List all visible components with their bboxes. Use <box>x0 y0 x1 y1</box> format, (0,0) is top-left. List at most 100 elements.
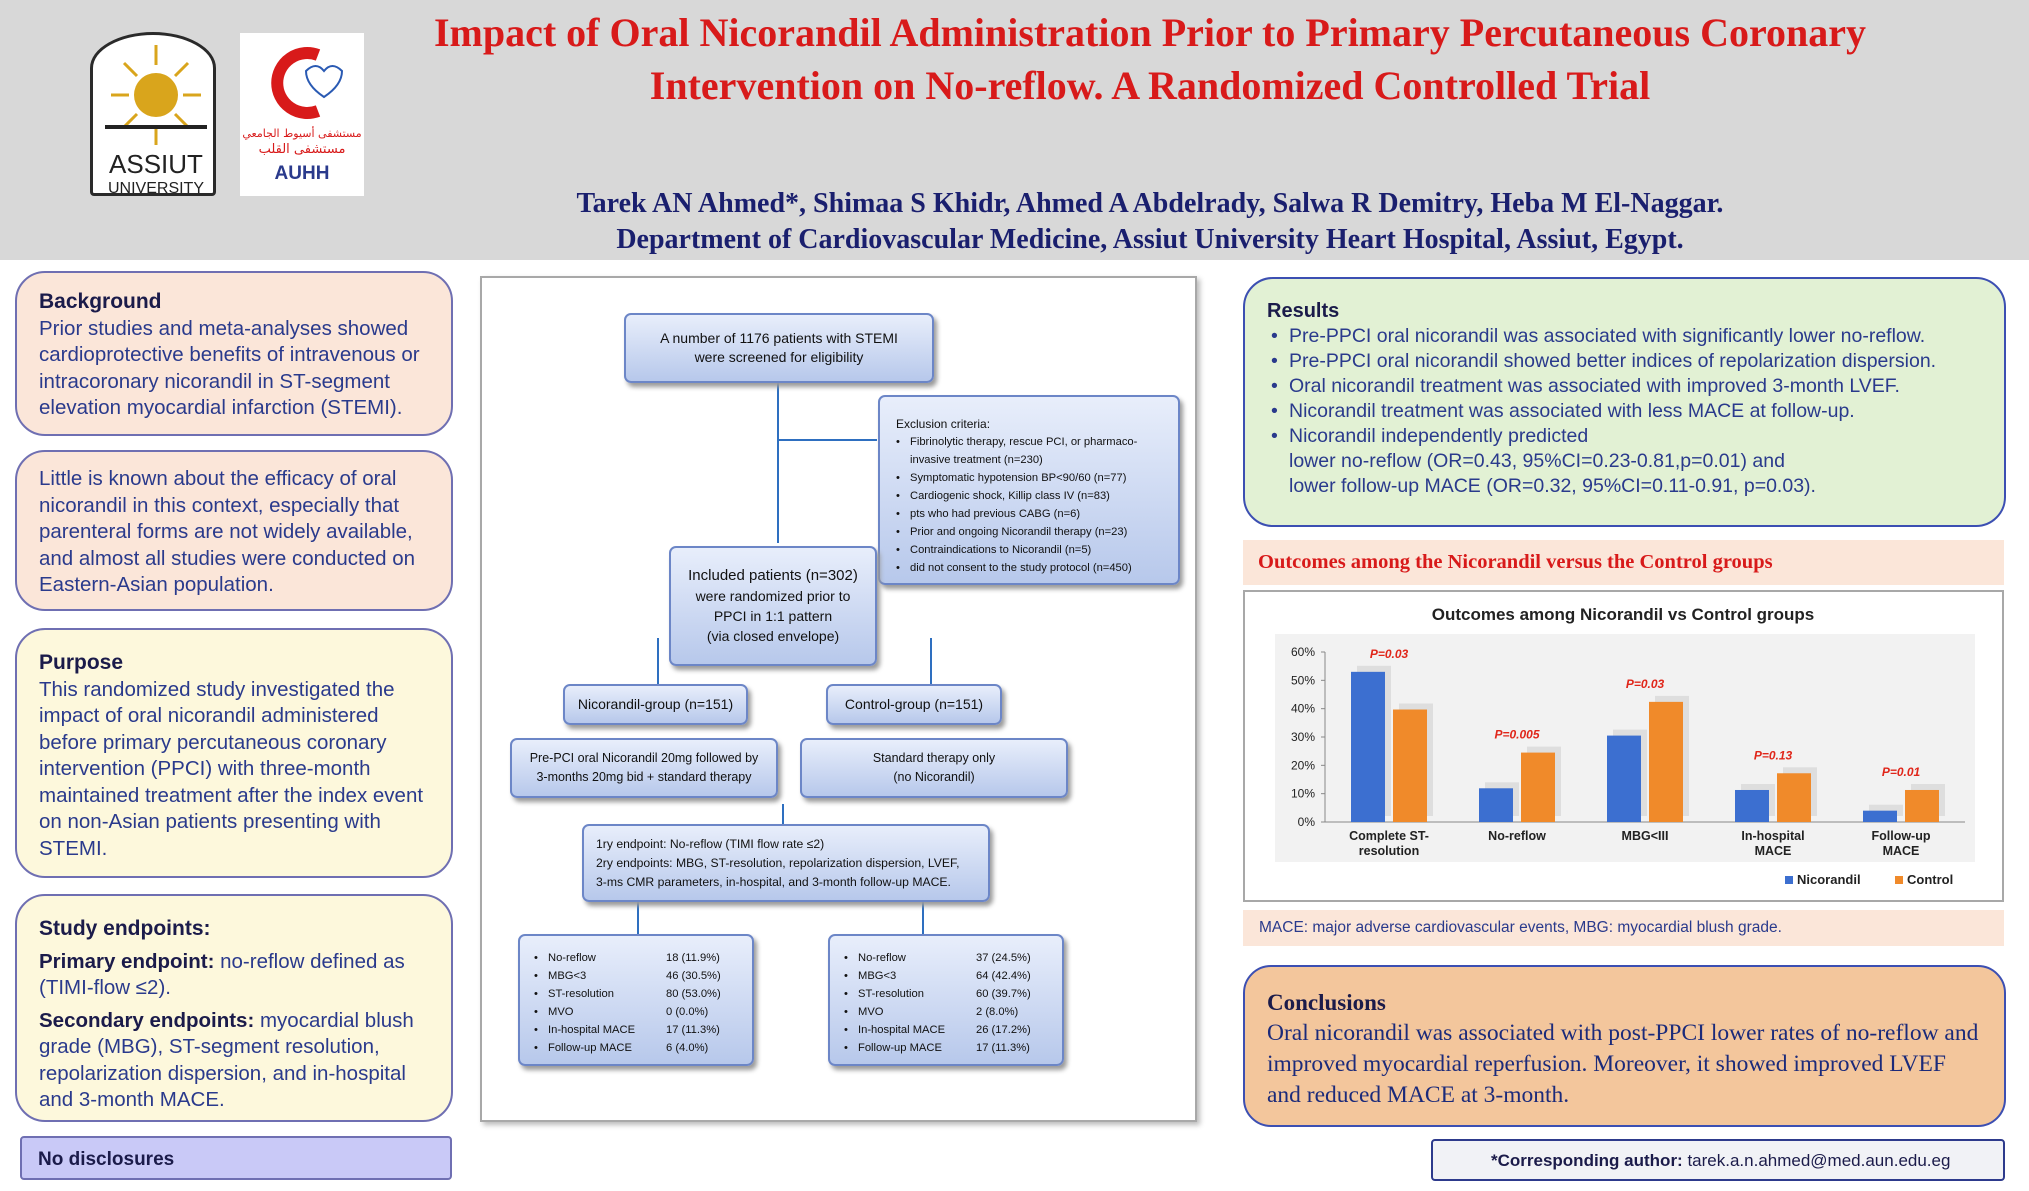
result-value: 6 (4.0%) <box>666 1042 709 1054</box>
exclusion-item: pts who had previous CABG (n=6) <box>896 505 1162 523</box>
exclusion-item: Contraindications to Nicorandil (n=5) <box>896 541 1162 559</box>
bar-control-3 <box>1777 773 1811 822</box>
result-value: 26 (17.2%) <box>976 1024 1031 1036</box>
background-text: Prior studies and meta-analyses showed c… <box>39 316 420 420</box>
results-continuation-1: lower no-reflow (OR=0.43, 95%CI=0.23-0.8… <box>1289 450 1785 472</box>
legend-swatch-nicorandil <box>1785 876 1793 884</box>
endpoints-box: Study endpoints: Primary endpoint: no-re… <box>15 894 453 1122</box>
screening-line1: A number of 1176 patients with STEMI <box>660 330 898 346</box>
bar-nicorandil-2 <box>1607 735 1641 822</box>
secondary-endpoints-label: Secondary endpoints: <box>39 1008 255 1032</box>
bar-nicorandil-4 <box>1863 810 1897 822</box>
y-tick-label: 0% <box>1298 815 1316 829</box>
results-item: Nicorandil independently predicted <box>1267 424 1982 449</box>
result-row: Follow-up MACE 6 (4.0%) <box>534 1039 738 1057</box>
exclusion-item: did not consent to the study protocol (n… <box>896 559 1162 577</box>
endpoints-flow-box: 1ry endpoint: No-reflow (TIMI flow rate … <box>582 824 990 902</box>
included-line4: (via closed envelope) <box>706 628 840 644</box>
results-item: Oral nicorandil treatment was associated… <box>1267 374 1982 399</box>
auhh-logo: مستشفى أسيوط الجامعي مستشفى القلب AUHH <box>240 33 364 196</box>
poster-title: Impact of Oral Nicorandil Administration… <box>380 6 1920 112</box>
endpoints-heading: Study endpoints: <box>39 917 211 940</box>
primary-endpoint-label: Primary endpoint: <box>39 949 215 973</box>
result-row: MBG<346 (30.5%) <box>534 967 738 985</box>
logo-arabic-line2: مستشفى القلب <box>259 142 346 157</box>
bar-nicorandil-3 <box>1735 789 1769 822</box>
authors-line: Tarek AN Ahmed*, Shimaa S Khidr, Ahmed A… <box>576 188 1724 219</box>
result-label: ST-resolution <box>858 988 924 1000</box>
result-label: In-hospital MACE <box>858 1024 946 1036</box>
bar-nicorandil-0 <box>1351 671 1385 822</box>
x-tick-label: MACE <box>1755 844 1792 858</box>
result-label: No-reflow <box>858 952 906 964</box>
connector-line <box>782 804 784 826</box>
result-value: 2 (8.0%) <box>976 1006 1019 1018</box>
result-value: 17 (11.3%) <box>666 1024 720 1036</box>
nicorandil-treatment-line1: Pre-PCI oral Nicorandil 20mg followed by <box>529 751 759 765</box>
connector-line <box>922 901 924 943</box>
result-row: In-hospital MACE 26 (17.2%) <box>844 1021 1048 1039</box>
abbreviations-note: MACE: major adverse cardiovascular event… <box>1243 910 2004 946</box>
logo-university-text: UNIVERSITY <box>108 180 204 196</box>
result-label: Follow-up MACE <box>858 1042 942 1054</box>
title-line-2: Intervention on No-reflow. A Randomized … <box>649 63 1651 108</box>
poster-header: ASSIUT UNIVERSITY مستشفى أسيوط الجامعي م… <box>0 0 2029 260</box>
x-tick-label: In-hospital <box>1741 829 1804 843</box>
p-value-label: P=0.03 <box>1370 647 1409 661</box>
result-value: 18 (11.9%) <box>666 952 720 964</box>
study-flowchart: A number of 1176 patients with STEMI wer… <box>480 276 1197 1122</box>
result-row: ST-resolution 60 (39.7%) <box>844 985 1048 1003</box>
x-tick-label: MBG<III <box>1622 829 1669 843</box>
exclusion-list: Fibrinolytic therapy, rescue PCI, or pha… <box>896 433 1162 577</box>
control-treatment-line2: (no Nicorandil) <box>893 770 975 784</box>
primary-endpoint: Primary endpoint: no-reflow defined as (… <box>39 949 431 1002</box>
screening-box: A number of 1176 patients with STEMI wer… <box>624 313 934 383</box>
logo-auhh-text: AUHH <box>275 163 330 184</box>
y-tick-label: 10% <box>1291 787 1315 801</box>
result-value: 60 (39.7%) <box>976 988 1031 1000</box>
exclusion-title: Exclusion criteria: <box>896 417 991 431</box>
y-tick-label: 40% <box>1291 702 1315 716</box>
connector-line <box>930 638 932 684</box>
screening-line2: were screened for eligibility <box>694 349 864 365</box>
exclusion-criteria-box: Exclusion criteria: Fibrinolytic therapy… <box>878 395 1180 585</box>
result-label: ST-resolution <box>548 988 614 1000</box>
exclusion-item: Prior and ongoing Nicorandil therapy (n=… <box>896 523 1162 541</box>
result-value: 0 (0.0%) <box>666 1006 709 1018</box>
endpoint-flow-line3: 3-ms CMR parameters, in-hospital, and 3-… <box>596 875 951 889</box>
result-row: ST-resolution 80 (53.0%) <box>534 985 738 1003</box>
results-continuation-2: lower follow-up MACE (OR=0.32, 95%CI=0.1… <box>1289 475 1816 497</box>
legend-label-nicorandil: Nicorandil <box>1797 872 1861 887</box>
result-value: 17 (11.3%) <box>976 1042 1030 1054</box>
result-value: 80 (53.0%) <box>666 988 721 1000</box>
results-item: Pre-PPCI oral nicorandil was associated … <box>1267 324 1982 349</box>
result-label: Follow-up MACE <box>548 1042 632 1054</box>
result-label: MBG<3 <box>548 970 587 982</box>
result-label: In-hospital MACE <box>548 1024 636 1036</box>
result-value: 64 (42.4%) <box>976 970 1031 982</box>
connector-line <box>637 901 639 943</box>
connector-line <box>777 439 877 441</box>
result-label: MVO <box>858 1006 884 1018</box>
logo-arabic-line1: مستشفى أسيوط الجامعي <box>242 126 361 140</box>
results-list: Pre-PPCI oral nicorandil was associated … <box>1267 324 1982 449</box>
result-row: MVO 2 (8.0%) <box>844 1003 1048 1021</box>
purpose-heading: Purpose <box>39 651 124 674</box>
connector-line <box>657 638 659 684</box>
disclosures-box: No disclosures <box>20 1136 452 1180</box>
connector-line <box>777 383 779 543</box>
result-label: No-reflow <box>548 952 596 964</box>
exclusion-item: Cardiogenic shock, Killip class IV (n=83… <box>896 487 1162 505</box>
outcomes-section-title: Outcomes among the Nicorandil versus the… <box>1243 540 2004 585</box>
p-value-label: P=0.01 <box>1882 765 1921 779</box>
legend-swatch-control <box>1895 876 1903 884</box>
background-heading: Background <box>39 290 162 313</box>
result-label: MBG<3 <box>858 970 897 982</box>
corresponding-author-email[interactable]: tarek.a.n.ahmed@med.aun.edu.eg <box>1687 1151 1951 1170</box>
result-row: In-hospital MACE 17 (11.3%) <box>534 1021 738 1039</box>
secondary-endpoints: Secondary endpoints: myocardial blush gr… <box>39 1008 431 1114</box>
included-patients-box: Included patients (n=302) were randomize… <box>669 546 877 666</box>
p-value-label: P=0.13 <box>1754 748 1793 762</box>
